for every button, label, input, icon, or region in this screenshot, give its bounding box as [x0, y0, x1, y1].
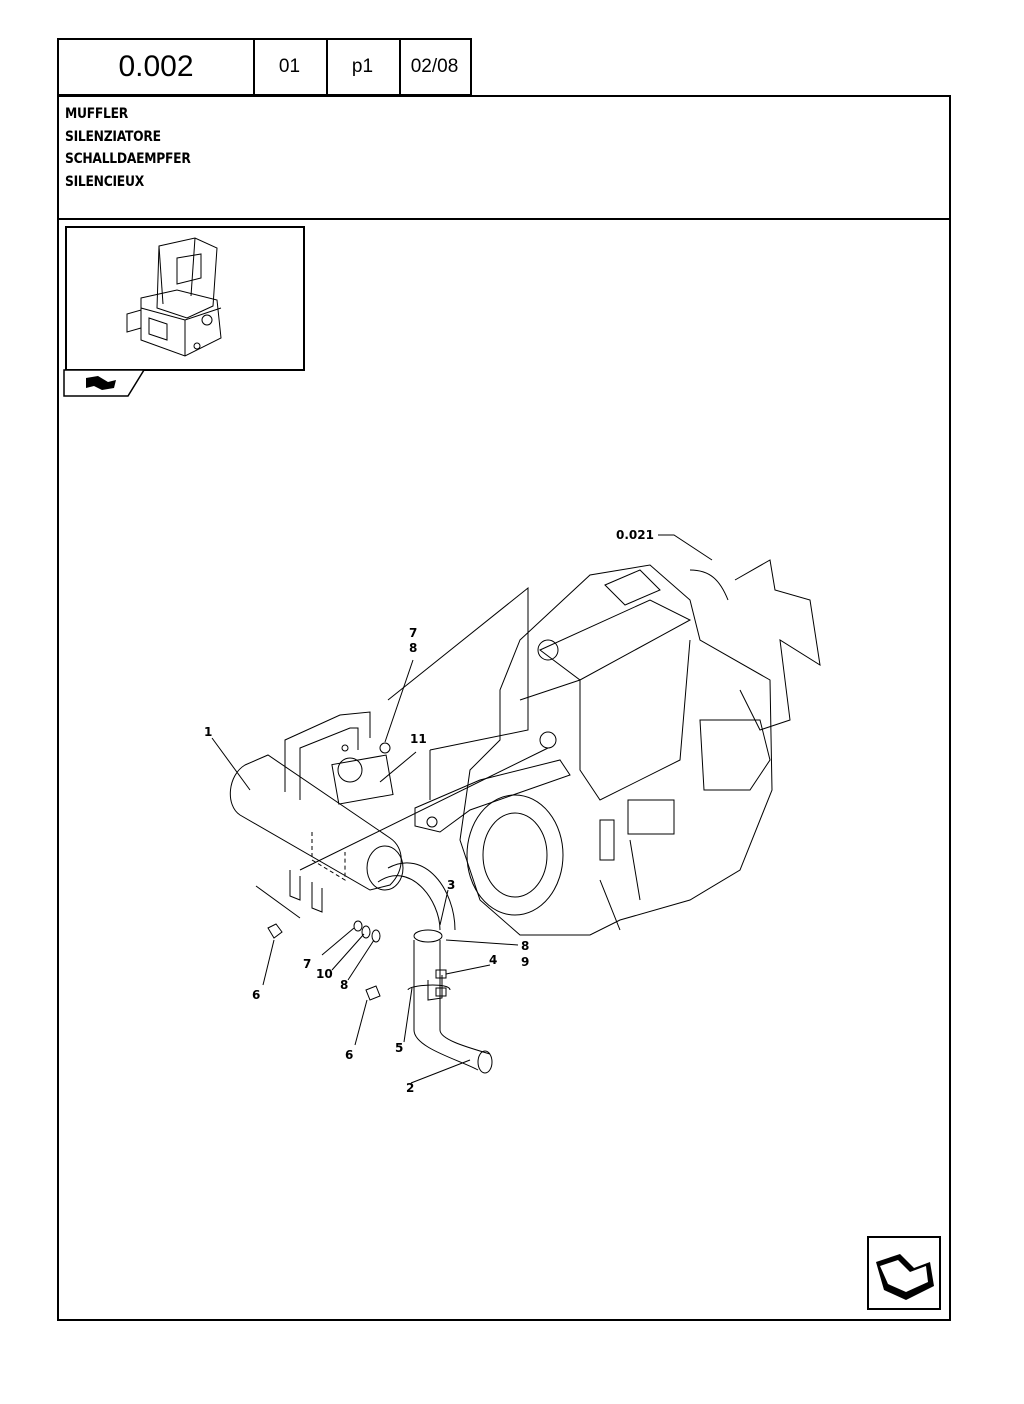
callout-8b: 8 — [340, 978, 348, 992]
title-de: SCHALLDAEMPFER — [65, 151, 191, 167]
title-en: MUFFLER — [65, 106, 129, 122]
callout-3: 3 — [447, 878, 455, 892]
engine-assembly — [414, 559, 821, 936]
arrow-nav-icon[interactable] — [63, 369, 146, 397]
callout-8c: 8 — [521, 939, 529, 953]
callout-9: 9 — [521, 955, 529, 969]
page-frame: MUFFLER SILENZIATORE SCHALLDAEMPFER SILE… — [57, 95, 951, 1321]
callout-7a: 7 — [409, 626, 417, 640]
callout-7b: 7 — [303, 957, 311, 971]
next-page-arrow-icon[interactable] — [867, 1236, 941, 1310]
callouts: 1 2 3 4 5 6 6 7 8 11 7 10 8 8 9 0.021 — [204, 528, 654, 1095]
mounting-guide-lines — [255, 586, 549, 919]
reference-callout: 0.021 — [616, 528, 654, 542]
fasteners — [267, 920, 381, 1001]
callout-8a: 8 — [409, 641, 417, 655]
callout-6b: 6 — [345, 1048, 353, 1062]
callout-6a: 6 — [252, 988, 260, 1002]
callout-leaders — [211, 534, 713, 1084]
callout-5: 5 — [395, 1041, 403, 1055]
title-divider — [59, 218, 949, 220]
machine-thumbnail[interactable] — [65, 226, 305, 371]
callout-4: 4 — [489, 953, 497, 967]
title-it: SILENZIATORE — [65, 128, 161, 145]
title-block: MUFFLER SILENZIATORE SCHALLDAEMPFER SILE… — [65, 103, 208, 193]
callout-10: 10 — [316, 967, 333, 981]
exhaust-pipe — [377, 862, 493, 1074]
callout-11: 11 — [410, 732, 427, 746]
callout-2: 2 — [406, 1081, 414, 1095]
callout-1: 1 — [204, 725, 212, 739]
muffler-body — [229, 711, 404, 913]
title-fr: SILENCIEUX — [65, 173, 144, 190]
excavator-thumbnail-icon — [126, 237, 222, 357]
